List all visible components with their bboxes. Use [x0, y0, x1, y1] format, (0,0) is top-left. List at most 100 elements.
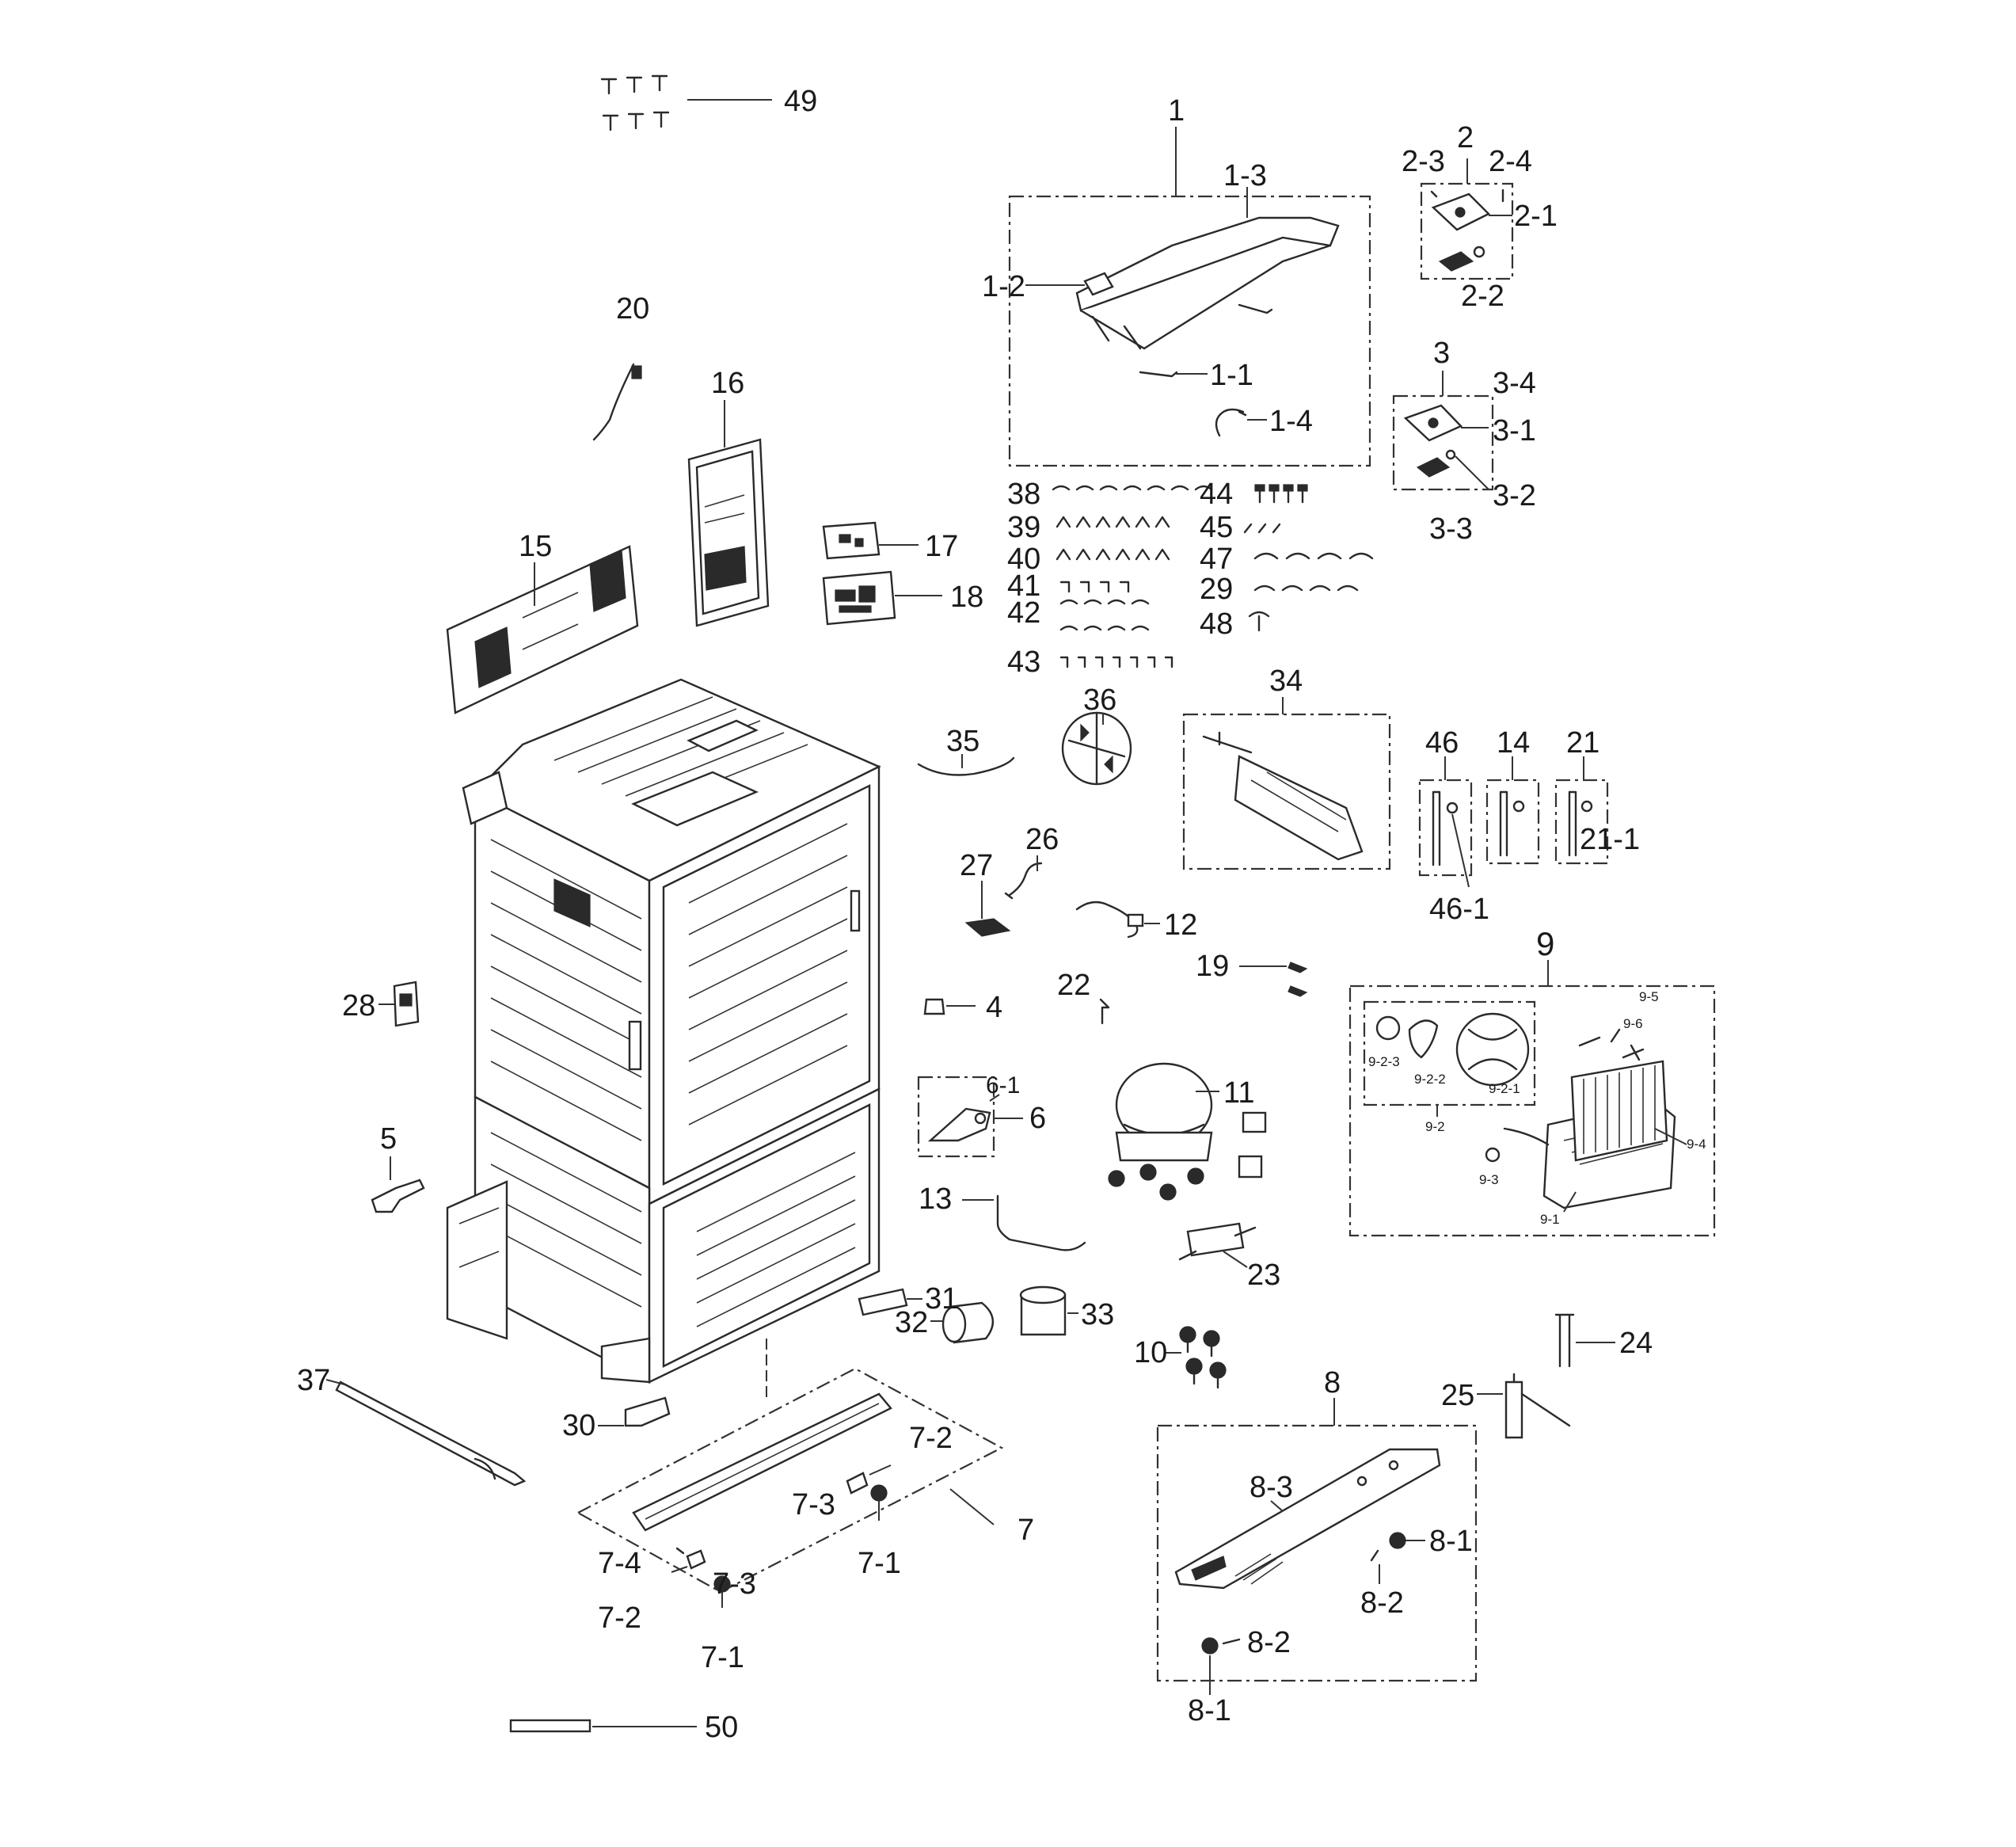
label-9-1: 9-1	[1540, 1212, 1560, 1227]
part-19-clips	[1239, 962, 1308, 997]
label-3-4: 3-4	[1493, 367, 1536, 400]
label-3-1: 3-1	[1493, 414, 1536, 447]
label-16: 16	[711, 367, 744, 400]
label-42: 42	[1007, 596, 1040, 630]
part-9-evaporator-group	[1348, 960, 1716, 1237]
label-2-2: 2-2	[1461, 280, 1504, 313]
label-46-1: 46-1	[1429, 893, 1489, 926]
label-7-3a: 7-3	[792, 1488, 835, 1521]
label-17: 17	[925, 530, 958, 563]
label-7-1b: 7-1	[701, 1641, 744, 1674]
label-27: 27	[960, 849, 993, 882]
part-25-drier	[1477, 1373, 1571, 1439]
part-22-screw	[1099, 998, 1110, 1025]
part-35-tube	[917, 754, 1015, 776]
screws-44-48	[1243, 484, 1374, 632]
part-10-screws	[1164, 1326, 1227, 1389]
label-37: 37	[297, 1364, 330, 1397]
label-34: 34	[1269, 665, 1303, 698]
part-26-harness	[1004, 855, 1043, 900]
part-21-filter-group	[1554, 756, 1609, 865]
label-50: 50	[705, 1711, 738, 1744]
label-23: 23	[1247, 1259, 1280, 1292]
label-35: 35	[946, 725, 979, 758]
part-3-hinge-group	[1392, 371, 1494, 491]
label-4: 4	[986, 991, 1002, 1024]
label-8-3: 8-3	[1250, 1471, 1293, 1504]
part-15-back-panel	[446, 545, 639, 714]
label-9-2: 9-2	[1425, 1119, 1445, 1134]
label-20: 20	[616, 292, 649, 326]
label-28: 28	[342, 989, 375, 1023]
label-6-1: 6-1	[986, 1072, 1020, 1099]
label-18: 18	[950, 581, 983, 614]
part-2-hinge-group	[1420, 158, 1514, 280]
label-8-2b: 8-2	[1247, 1626, 1291, 1659]
part-49-screws	[600, 74, 772, 131]
label-36: 36	[1083, 684, 1116, 717]
label-1-1: 1-1	[1210, 359, 1253, 392]
label-21: 21	[1566, 726, 1599, 760]
label-7-3b: 7-3	[713, 1567, 756, 1601]
label-1: 1	[1168, 94, 1185, 128]
part-33-cylinder	[1019, 1285, 1078, 1336]
label-1-3: 1-3	[1223, 159, 1267, 192]
label-9-2-1: 9-2-1	[1489, 1081, 1520, 1096]
part-12-harness	[1075, 901, 1160, 939]
label-2-4: 2-4	[1489, 145, 1532, 178]
label-7-1a: 7-1	[858, 1547, 901, 1580]
label-11: 11	[1223, 1076, 1254, 1110]
part-24-drier	[1554, 1313, 1615, 1368]
label-1-4: 1-4	[1269, 405, 1313, 438]
label-8: 8	[1324, 1366, 1341, 1400]
label-14: 14	[1497, 726, 1530, 760]
label-9-5: 9-5	[1639, 989, 1659, 1004]
label-8-1b: 8-1	[1188, 1694, 1231, 1727]
label-9: 9	[1536, 925, 1554, 962]
part-11-compressor	[1108, 1062, 1267, 1201]
part-34-assembly	[1182, 697, 1391, 870]
label-7-4: 7-4	[598, 1547, 641, 1580]
label-45: 45	[1200, 511, 1233, 544]
part-37-rail	[325, 1379, 527, 1487]
label-21-1: 21-1	[1580, 823, 1640, 856]
label-46: 46	[1425, 726, 1459, 760]
part-50-strip	[509, 1719, 697, 1733]
main-cabinet	[446, 678, 881, 1384]
part-27-sensor	[964, 881, 1011, 937]
part-18-pcb	[822, 570, 942, 626]
label-12: 12	[1164, 908, 1197, 942]
part-32-capacitor	[930, 1301, 994, 1344]
label-9-2-2: 9-2-2	[1414, 1072, 1446, 1087]
label-22: 22	[1057, 969, 1090, 1002]
part-4-cap	[923, 998, 976, 1015]
label-2-1: 2-1	[1514, 200, 1558, 233]
part-14-filter-group	[1485, 756, 1540, 865]
label-44: 44	[1200, 478, 1233, 511]
label-32: 32	[895, 1306, 928, 1339]
label-2-3: 2-3	[1402, 145, 1445, 178]
part-23-relay	[1178, 1222, 1257, 1268]
label-6: 6	[1029, 1102, 1046, 1135]
label-1-2: 1-2	[982, 270, 1025, 303]
label-8-2a: 8-2	[1360, 1586, 1404, 1620]
part-7-base-group	[576, 1339, 1004, 1608]
part-16-cover-panel	[687, 400, 770, 627]
part-1-top-cover-group	[1008, 127, 1371, 467]
label-40: 40	[1007, 543, 1040, 576]
label-39: 39	[1007, 511, 1040, 544]
label-33: 33	[1081, 1298, 1114, 1331]
label-3: 3	[1433, 337, 1450, 370]
label-7: 7	[1018, 1514, 1034, 1547]
part-30-bracket	[598, 1396, 671, 1427]
label-41: 41	[1007, 569, 1040, 603]
label-8-1a: 8-1	[1429, 1525, 1473, 1558]
label-7-2b: 7-2	[598, 1601, 641, 1635]
label-5: 5	[380, 1122, 397, 1156]
label-24: 24	[1619, 1327, 1653, 1360]
part-5-bracket	[371, 1156, 425, 1213]
part-13-tube	[962, 1194, 1086, 1251]
part-28-bracket	[378, 981, 420, 1027]
